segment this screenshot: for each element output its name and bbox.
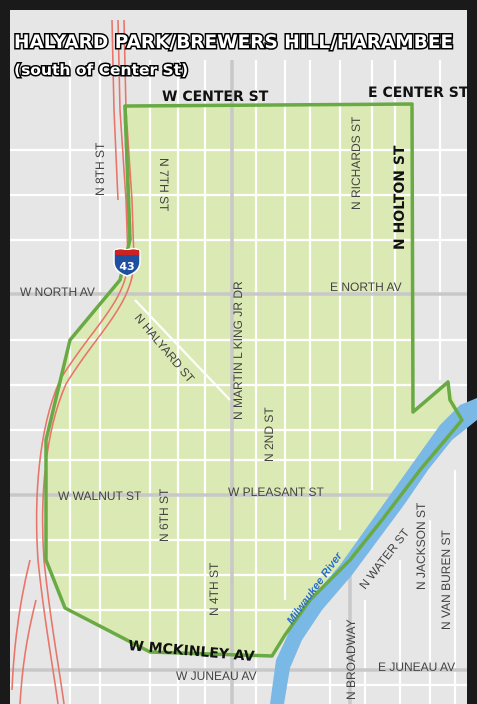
label-w-pleasant-st: W PLEASANT ST <box>228 485 324 499</box>
label-n-holton-st: N HOLTON ST <box>392 145 408 250</box>
label-n-richards-st: N RICHARDS ST <box>349 116 363 210</box>
interstate-shield-icon: 43 <box>113 247 141 277</box>
interstate-highway <box>11 19 135 704</box>
label-e-north-av: E NORTH AV <box>330 280 402 294</box>
title-banner: HALYARD PARK/BREWERS HILL/HARAMBEE (sout… <box>13 31 455 81</box>
label-n-7th-st: N 7TH ST <box>157 158 171 212</box>
label-n-broadway: N BROADWAY <box>344 619 358 700</box>
label-w-center-st: W CENTER ST <box>162 89 269 105</box>
label-e-juneau-av: E JUNEAU AV <box>378 660 455 674</box>
label-n-2nd-st: N 2ND ST <box>262 407 276 462</box>
west-boundary-edge <box>123 105 132 241</box>
map-title: HALYARD PARK/BREWERS HILL/HARAMBEE <box>14 32 453 53</box>
map-subtitle: (south of Center St) <box>14 61 188 79</box>
label-w-juneau-av: W JUNEAU AV <box>176 669 256 683</box>
label-w-walnut-st: W WALNUT ST <box>58 489 142 503</box>
neighborhood-boundary <box>44 102 464 658</box>
label-n-4th-st: N 4TH ST <box>207 562 221 616</box>
label-w-north-av: W NORTH AV <box>20 285 95 299</box>
label-n-8th-st: N 8TH ST <box>93 142 107 196</box>
label-e-center-st: E CENTER ST <box>368 85 469 101</box>
label-n-6th-st: N 6TH ST <box>157 488 171 542</box>
major-roads <box>10 60 467 704</box>
shield-number: 43 <box>119 260 134 273</box>
label-n-van-buren-st: N VAN BUREN ST <box>439 530 453 630</box>
label-n-jackson-st: N JACKSON ST <box>414 502 428 590</box>
label-n-mlk-jr-dr: N MARTIN L KING JR DR <box>231 281 245 420</box>
